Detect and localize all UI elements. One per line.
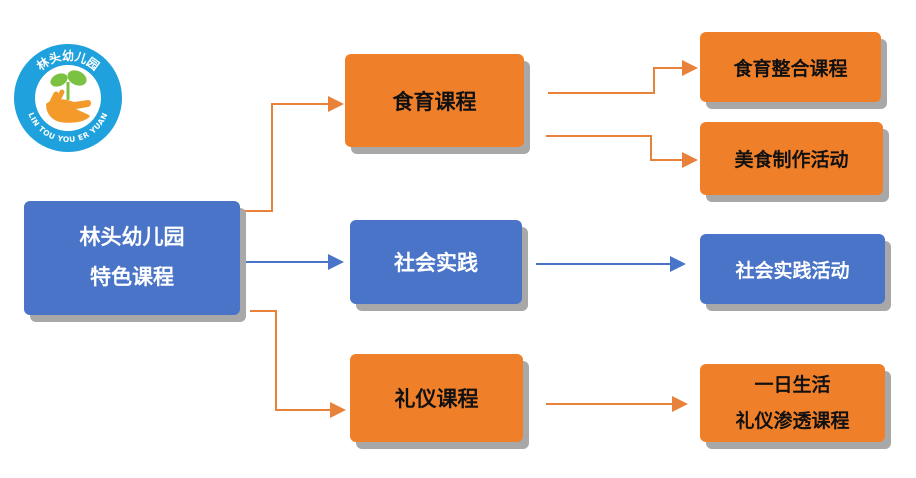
leaf-food-making: 美食制作活动 [700,122,883,195]
root-node: 林头幼儿园 特色课程 [24,201,240,315]
connector-food-integrated [548,60,698,94]
branch-food: 食育课程 [345,54,524,147]
branch-social: 社会实践 [350,220,522,304]
branch-social-label: 社会实践 [394,251,478,275]
branch-etiquette: 礼仪课程 [350,354,523,442]
connector-root-etiquette [250,310,346,418]
leaf-etiquette-line2: 礼仪渗透课程 [735,410,850,432]
root-line1: 林头幼儿园 [79,225,185,250]
kindergarten-logo: 林头幼儿园 LIN TOU YOU ER YUAN [14,44,122,152]
root-line2: 特色课程 [90,265,174,289]
connector-food-making [546,135,698,168]
leaf-social-activity: 社会实践活动 [700,234,885,304]
leaf-social-activity-label: 社会实践活动 [735,259,850,282]
leaf-etiquette: 一日生活 礼仪渗透课程 [700,364,885,442]
connector-root-food [244,96,344,212]
branch-food-label: 食育课程 [392,89,477,114]
leaf-food-making-label: 美食制作活动 [734,149,849,171]
leaf-food-integrated-label: 食育整合课程 [733,57,848,80]
leaf-food-integrated: 食育整合课程 [700,32,881,102]
leaf-etiquette-line1: 一日生活 [754,373,831,396]
branch-etiquette-label: 礼仪课程 [394,387,479,411]
